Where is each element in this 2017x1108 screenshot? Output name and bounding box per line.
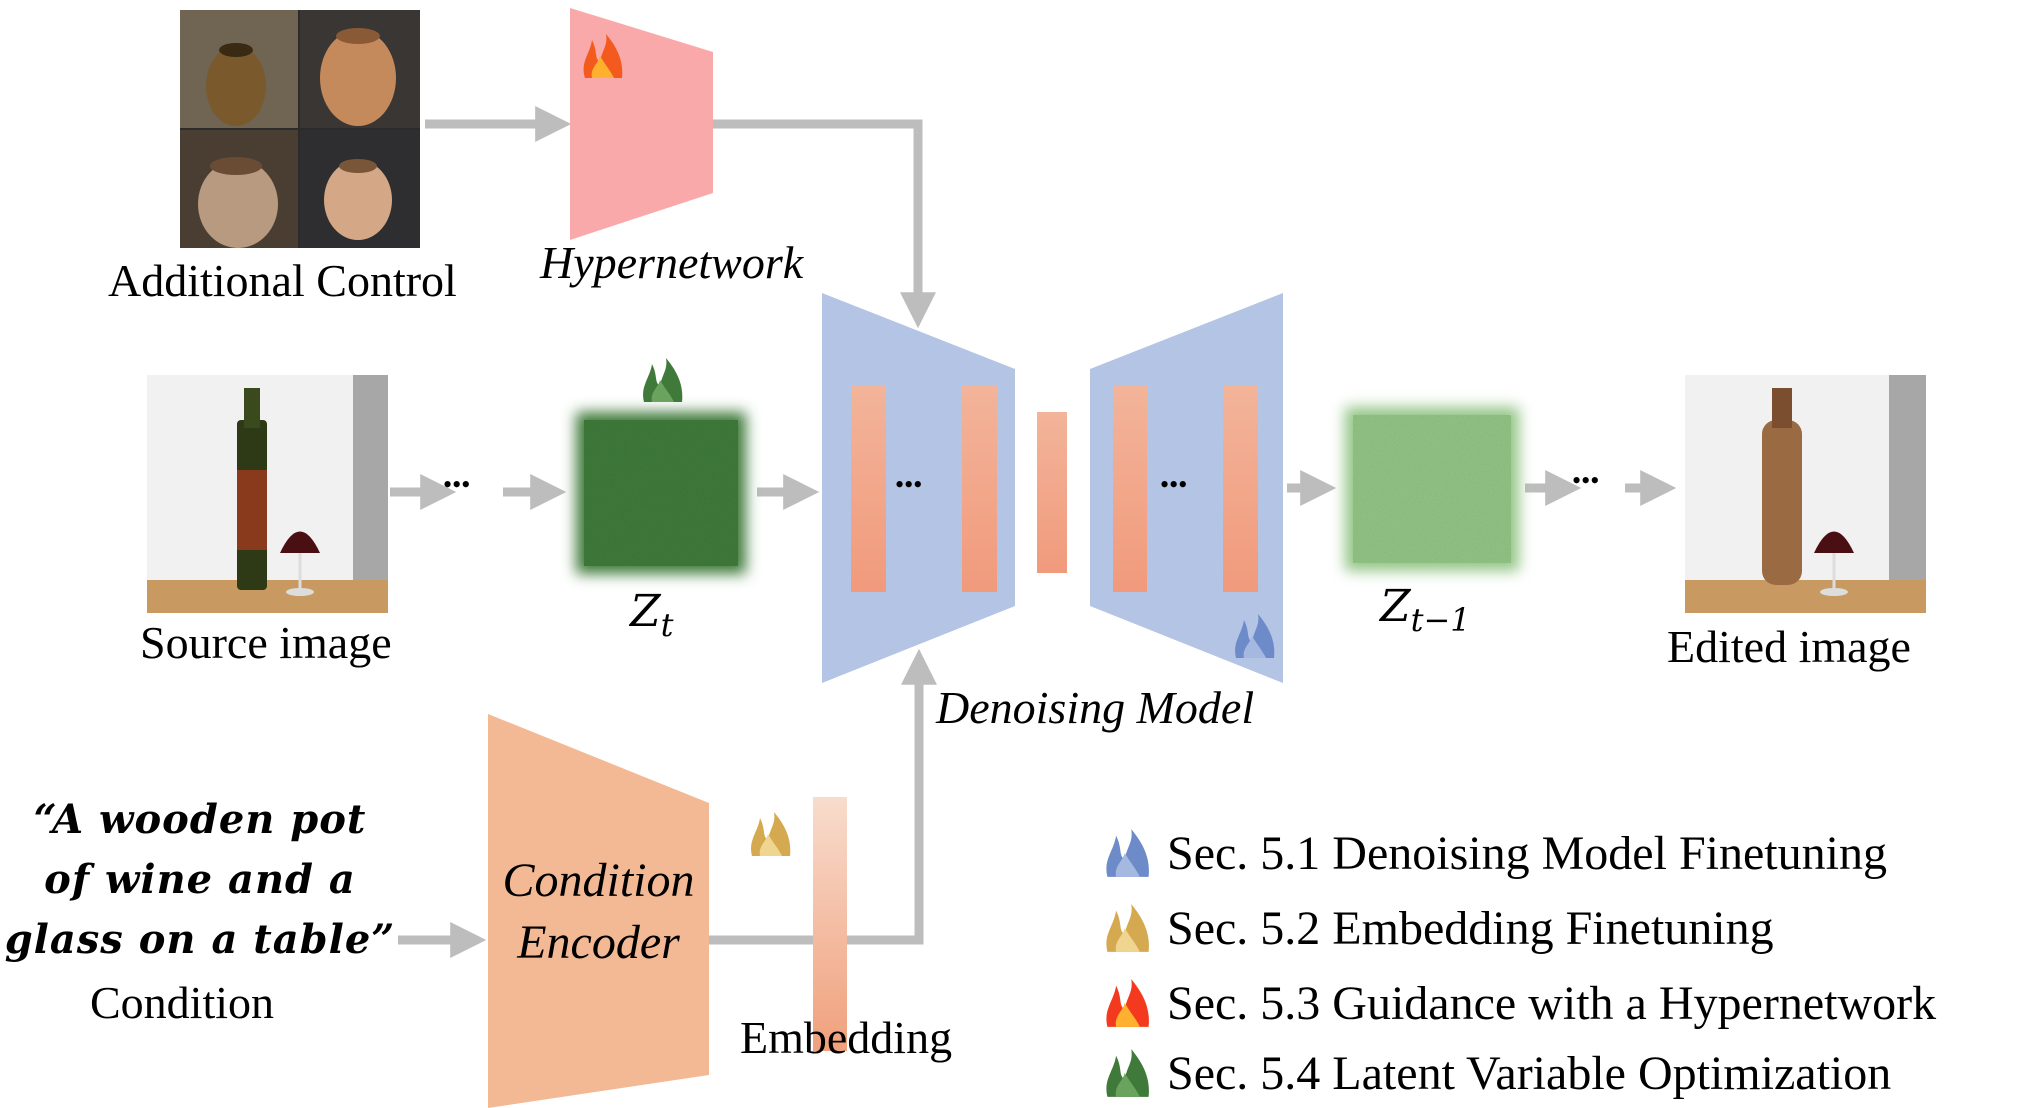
legend-label: Sec. 5.3 Guidance with a Hypernetwork [1167,976,1937,1030]
layer-bar [1113,385,1147,592]
source-image [147,375,388,613]
layer-bar [1223,385,1258,592]
red-flame-icon [1106,979,1149,1027]
additional-control-label: Additional Control [108,255,457,306]
layer-bar [851,385,886,592]
latent-zt [576,412,746,574]
blue-flame-icon [1235,614,1275,658]
latent-zt-subscript: t [660,605,674,644]
condition-prompt-line: “A wooden pot [33,796,367,843]
embedding-bar [813,797,847,1051]
latent-zt-symbol: Z [630,586,661,637]
green-flame-icon [1106,1049,1149,1097]
flow-ellipsis-right: ••• [1572,466,1600,495]
flow-ellipsis: ••• [443,470,471,499]
condition-prompt: “A wooden pot of wine and a glass on a t… [0,790,400,970]
condition-encoder-line: Condition [502,854,695,907]
latent-zt-minus-1 [1345,407,1519,571]
legend-label: Sec. 5.1 Denoising Model Finetuning [1167,826,1887,880]
denoising-model [822,293,1283,683]
denoising-model-label: Denoising Model [936,682,1255,733]
green-flame-icon [643,358,683,402]
arrows [390,106,1677,958]
hypernetwork-block [570,8,713,240]
legend-item: Sec. 5.2 Embedding Finetuning [1103,893,1774,963]
condition-prompt-line: glass on a table” [4,916,396,963]
arrow-hypernetwork-to-denoising [713,119,936,329]
hypernetwork-label: Hypernetwork [540,237,804,288]
edited-image [1685,375,1926,613]
additional-control-images [180,10,420,248]
legend-item: Sec. 5.3 Guidance with a Hypernetwork [1103,968,1936,1038]
latent-zt-minus-1-label: Zt−1 [1380,585,1471,636]
gold-flame-icon [751,812,791,856]
legend-label: Sec. 5.2 Embedding Finetuning [1167,901,1774,955]
latent-zt-minus-1-subscript: t−1 [1410,600,1471,639]
denoise-ellipsis-left: ••• [895,470,923,499]
latent-zt-minus-1-symbol: Z [1380,581,1411,632]
condition-encoder-label: Condition Encoder [488,850,709,974]
condition-encoder-line: Encoder [517,916,680,969]
edited-image-label: Edited image [1667,621,1911,672]
condition-label: Condition [90,977,275,1028]
embedding-label: Embedding [740,1012,953,1063]
bottleneck-bar [1037,412,1067,573]
gold-flame-icon [1106,904,1149,952]
legend-item: Sec. 5.1 Denoising Model Finetuning [1103,818,1887,888]
arrow-embedding-to-denoising [709,648,937,945]
red-flame-icon [583,34,623,78]
condition-encoder-block [488,714,709,1108]
denoise-ellipsis-right: ••• [1160,470,1188,499]
condition-prompt-line: of wine and a [44,856,356,903]
source-image-label: Source image [140,617,392,668]
blue-flame-icon [1106,829,1149,877]
latent-zt-label: Zt [630,590,673,641]
legend-label: Sec. 5.4 Latent Variable Optimization [1167,1046,1892,1100]
layer-bar [962,385,997,592]
legend-item: Sec. 5.4 Latent Variable Optimization [1103,1038,1891,1108]
